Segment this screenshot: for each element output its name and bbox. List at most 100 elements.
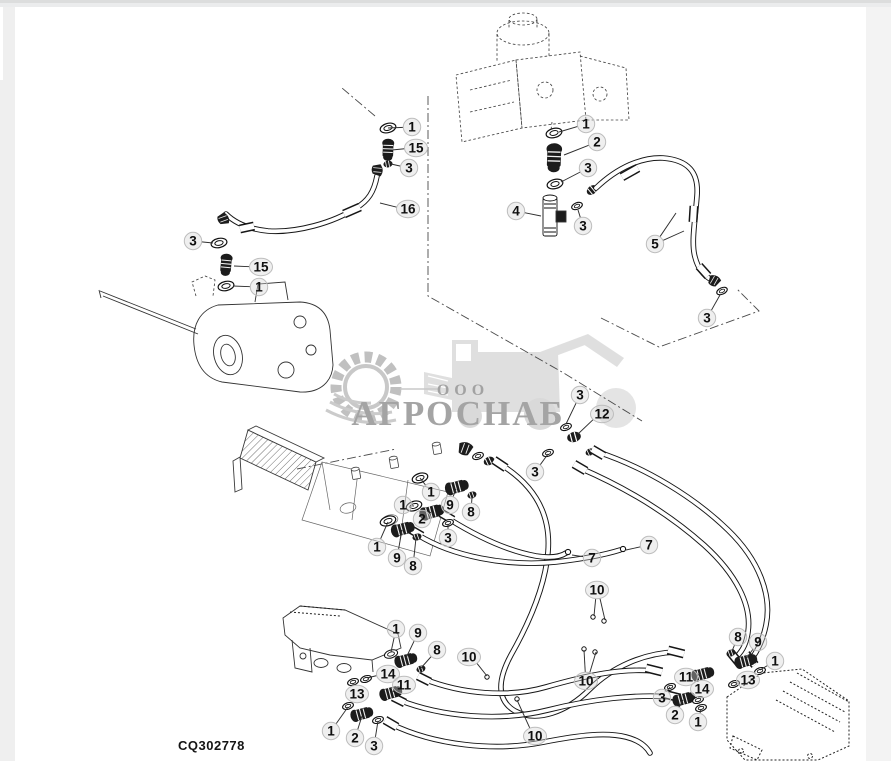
svg-text:3: 3 [576,388,584,403]
svg-text:5: 5 [651,237,659,252]
svg-text:15: 15 [408,141,424,156]
svg-text:7: 7 [588,551,596,566]
callout-1: 1 [759,651,785,671]
svg-text:9: 9 [754,635,762,650]
callout-14: 14 [690,679,714,699]
svg-text:13: 13 [740,673,756,688]
bottom-left-bracket [282,605,427,726]
callout-16: 16 [379,199,420,219]
callout-1: 1 [419,477,441,502]
callout-1: 1 [387,117,422,137]
watermark-org-form: ООО [437,382,489,399]
svg-text:13: 13 [349,687,365,702]
svg-text:1: 1 [373,540,381,555]
svg-text:1: 1 [327,724,335,739]
callout-14: 14 [366,664,400,684]
svg-text:8: 8 [467,505,475,520]
callout-3: 3 [525,453,549,482]
callout-11: 11 [674,667,702,687]
svg-text:3: 3 [584,161,592,176]
figure-code: CQ302778 [178,738,245,753]
svg-text:1: 1 [255,280,263,295]
callout-1: 1 [321,706,349,741]
callout-2: 2 [563,132,607,156]
top-bar-2 [0,3,891,7]
svg-text:10: 10 [578,674,593,689]
svg-text:14: 14 [380,667,396,682]
svg-text:2: 2 [351,731,359,746]
callout-3: 3 [183,231,214,251]
callout-7: 7 [625,535,659,555]
top-bar [0,0,891,3]
svg-text:10: 10 [527,729,542,744]
svg-text:8: 8 [409,559,417,574]
svg-text:3: 3 [444,531,452,546]
harvester-silhouette-icon [424,334,636,430]
svg-text:16: 16 [400,202,416,217]
callout-1: 1 [558,114,596,134]
callout-15: 15 [233,257,273,277]
callout-5: 5 [645,212,685,254]
svg-text:3: 3 [703,311,711,326]
callout-3: 3 [438,524,458,548]
svg-text:11: 11 [397,678,412,693]
callout-8: 8 [420,640,447,669]
svg-text:9: 9 [393,551,401,566]
bottom-right-valve-block [663,647,850,761]
svg-text:2: 2 [593,135,601,150]
tee-fitting-4 [542,194,567,237]
svg-text:9: 9 [414,626,422,641]
callout-3: 3 [560,158,598,183]
callout-2: 2 [345,715,365,748]
svg-text:1: 1 [399,498,407,513]
callout-9: 9 [440,488,460,515]
svg-text:1: 1 [408,120,416,135]
svg-text:8: 8 [433,643,441,658]
svg-text:11: 11 [679,670,694,685]
callout-3: 3 [390,158,419,178]
svg-text:2: 2 [671,708,679,723]
callout-10: 10 [457,647,488,677]
callout-7: 7 [571,548,602,568]
svg-text:12: 12 [594,407,609,422]
left-edge-strip [0,7,3,80]
right-margin [866,7,891,761]
callout-12: 12 [577,404,614,435]
svg-text:8: 8 [734,630,742,645]
phantom-boundary-lines [296,87,760,470]
callout-9: 9 [405,623,428,659]
callout-1: 1 [367,521,389,557]
hose-5-assembly [542,126,729,297]
callout-3: 3 [364,720,384,756]
watermark-company-name: АГРОСНАБ [351,394,564,433]
callout-3: 3 [697,294,721,328]
callout-2: 2 [412,509,432,529]
watermark-logo: ООО АГРОСНАБ [325,334,636,433]
callout-8: 8 [403,537,423,576]
pump-assembly-left [98,275,334,393]
callout-8: 8 [461,496,481,522]
callout-1: 1 [688,708,708,732]
svg-text:1: 1 [427,485,435,500]
callout-11: 11 [392,675,416,695]
callout-15: 15 [391,138,428,158]
callout-13: 13 [345,682,369,704]
callout-1: 1 [232,277,269,297]
callout-10: 10 [574,649,598,691]
svg-text:10: 10 [589,583,604,598]
callout-8: 8 [728,627,748,652]
callout-1: 1 [393,495,415,515]
svg-text:15: 15 [253,260,269,275]
svg-text:3: 3 [658,691,666,706]
svg-text:1: 1 [582,117,590,132]
svg-text:3: 3 [370,739,378,754]
svg-text:1: 1 [694,715,702,730]
gear-icon [325,351,402,424]
svg-text:9: 9 [446,498,454,513]
svg-text:7: 7 [645,538,653,553]
callout-3: 3 [573,209,593,236]
callout-10: 10 [516,699,547,746]
